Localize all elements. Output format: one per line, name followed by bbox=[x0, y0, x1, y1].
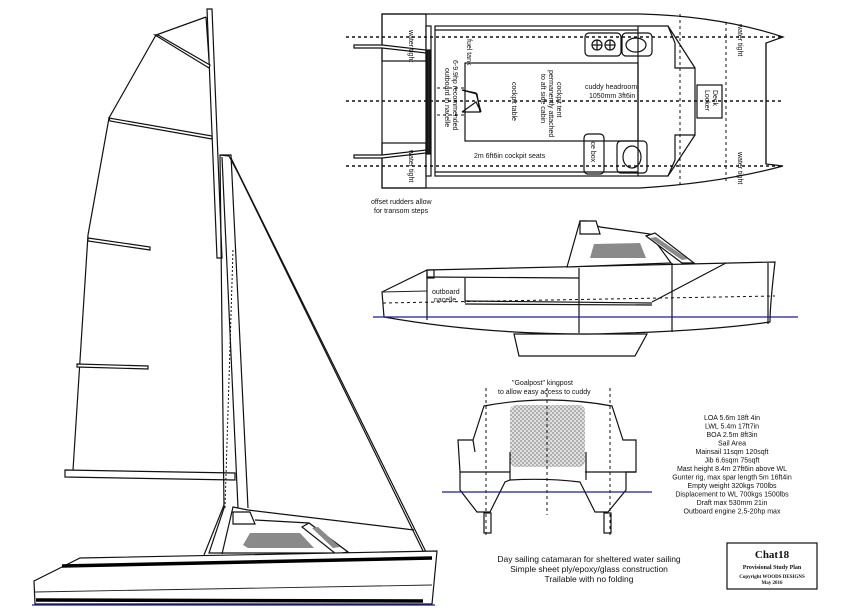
label-tent-line2: permanently attached bbox=[547, 70, 554, 137]
note-transom-steps: for transom steps bbox=[374, 208, 429, 215]
label-outboard-line1: 6-9.9hp recommended bbox=[451, 60, 458, 131]
label-cockpit-seats: 2m 6ft6in cockpit seats bbox=[474, 153, 546, 160]
profile-view: outboard nacelle bbox=[373, 220, 798, 357]
description-line-3: Trailable with no folding bbox=[545, 574, 634, 584]
spec-line: Empty weight 320kgs 700lbs bbox=[687, 483, 777, 490]
copyright: Copyright WOODS DESIGNS bbox=[739, 575, 805, 580]
label-deck: Deck bbox=[711, 90, 718, 106]
label-water-tight-aft-top: water tight bbox=[407, 29, 414, 62]
label-ice-box: ice box bbox=[589, 140, 596, 163]
spec-line: Mainsail 11sqm 120sqft bbox=[695, 449, 768, 456]
toilet bbox=[616, 140, 648, 174]
batten-1 bbox=[108, 117, 213, 140]
spec-line: Mast height 8.4m 27ft6in above WL bbox=[677, 466, 787, 473]
spec-line: Jib 6.6sqm 75sqft bbox=[705, 458, 760, 465]
sheer-dashed bbox=[382, 295, 776, 304]
mast bbox=[206, 8, 223, 259]
spec-line: Sail Area bbox=[718, 441, 746, 448]
halyard bbox=[224, 249, 234, 509]
boom bbox=[64, 469, 236, 481]
spec-line: Displacement to WL 700kgs 1500lbs bbox=[675, 492, 789, 499]
label-tent-line1: cockpit tent bbox=[555, 82, 562, 117]
title-block: Chat18 Provisional Study Plan Copyright … bbox=[726, 542, 818, 590]
sink bbox=[621, 32, 653, 57]
section-view: "Goalpost" kingpost to allow easy access… bbox=[442, 380, 652, 535]
label-fuel-tank: fuel tank bbox=[465, 39, 472, 66]
description-line-2: Simple sheet ply/epoxy/glass constructio… bbox=[510, 564, 668, 574]
section-caption-1: "Goalpost" kingpost bbox=[512, 380, 573, 387]
label-water-tight-aft-bottom: water tight bbox=[407, 149, 414, 182]
note-offset-rudders: offset rudders allow bbox=[371, 199, 433, 206]
label-cuddy-headroom: cuddy headroom bbox=[585, 84, 637, 91]
spec-line: BOA 2.5m 8ft3in bbox=[707, 432, 758, 439]
label-water-tight-fwd-bottom: water tight bbox=[736, 151, 743, 184]
cabin-top bbox=[221, 506, 415, 555]
title: Chat18 bbox=[755, 549, 790, 561]
gaff bbox=[152, 34, 211, 69]
stove bbox=[584, 32, 622, 57]
label-locker: Locker bbox=[703, 90, 710, 112]
batten-3 bbox=[76, 363, 149, 370]
cockpit-table bbox=[464, 62, 639, 142]
label-outboard: outboard bbox=[432, 289, 460, 296]
label-cockpit-table: cockpit table bbox=[510, 82, 517, 121]
label-nacelle: nacelle bbox=[434, 297, 456, 304]
spec-line: Draft max 530mm 21in bbox=[697, 500, 768, 507]
label-tent-line3: to aft side cabin bbox=[539, 74, 546, 123]
batten-2 bbox=[87, 237, 151, 251]
ice-box bbox=[583, 133, 605, 175]
cabin-window bbox=[243, 533, 314, 548]
spec-line: LWL 5.4m 17ft7in bbox=[705, 424, 759, 431]
profile-window bbox=[590, 243, 646, 258]
label-water-tight-fwd-top: water tight bbox=[736, 23, 743, 56]
plan-view: water tight water tight water tight wate… bbox=[346, 13, 785, 215]
sail-plan bbox=[32, 8, 438, 606]
mainsail bbox=[72, 16, 207, 471]
spec-line: LOA 5.6m 18ft 4in bbox=[704, 415, 760, 422]
description-block: Day sailing catamaran for sheltered wate… bbox=[497, 554, 681, 584]
forestay bbox=[230, 157, 427, 553]
label-cuddy-height: 1050mm 3ft6in bbox=[589, 93, 635, 100]
section-caption-2: to allow easy access to cuddy bbox=[498, 389, 591, 396]
spec-line: Outboard engine 2.5-20hp max bbox=[684, 509, 781, 516]
date: May 2016 bbox=[762, 581, 783, 586]
subtitle: Provisional Study Plan bbox=[743, 565, 802, 571]
section-outline bbox=[457, 399, 637, 513]
description-line-1: Day sailing catamaran for sheltered wate… bbox=[497, 554, 681, 564]
skeg bbox=[513, 333, 649, 357]
spec-line: Gunter rig, max spar length 5m 16ft4in bbox=[672, 475, 792, 482]
label-outboard-line2: outboard in nacelle bbox=[443, 68, 450, 127]
